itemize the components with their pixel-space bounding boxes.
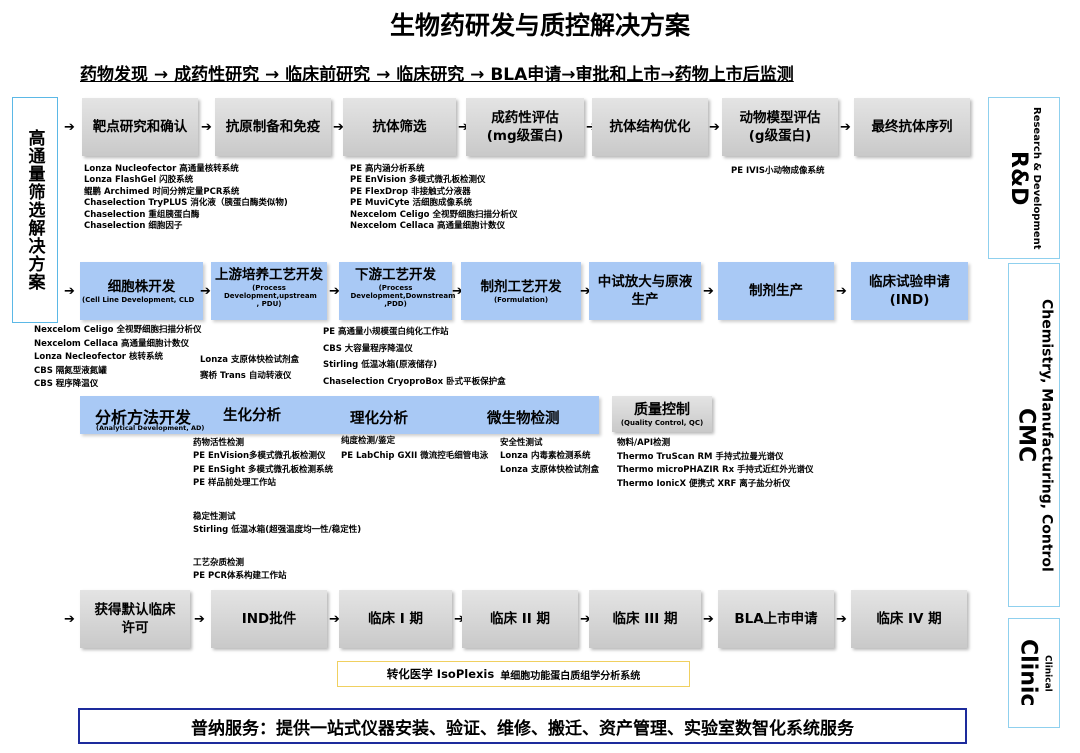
clinic-step: BLA上市申请 <box>718 590 834 648</box>
arrow-right-icon: ➔ <box>703 284 714 299</box>
page-title: 生物药研发与质控解决方案 <box>389 11 690 40</box>
rd-step: 动物模型评估(g级蛋白) <box>722 98 838 156</box>
clinic-main-label: Clinic <box>1015 639 1041 707</box>
cmc-main-label: CMC <box>1013 407 1039 463</box>
arrow-right-icon: ➔ <box>703 612 714 627</box>
rd-step: 靶点研究和确认 <box>82 98 198 156</box>
rd-step: 抗体结构优化 <box>592 98 708 156</box>
arrow-right-icon: ➔ <box>64 612 75 627</box>
analysis-banner: 分析方法开发 (Analytical Development, AD) 生化分析… <box>80 396 599 434</box>
rd-step: 成药性评估(mg级蛋白) <box>466 98 584 156</box>
arrow-right-icon: ➔ <box>452 284 463 299</box>
rd-main-label: R&D <box>1006 150 1031 206</box>
clinic-step: 临床 II 期 <box>462 590 578 648</box>
cmc-step: 制剂生产 <box>718 262 834 320</box>
qc-box: 质量控制 (Quality Control, QC) <box>612 396 712 432</box>
hts-solution-label: 高通量筛选解决方案 <box>12 97 58 323</box>
arrow-right-icon: ➔ <box>580 284 591 299</box>
rd-section-label: R&D Research & Development <box>988 97 1060 259</box>
arrow-right-icon: ➔ <box>840 120 851 135</box>
arrow-right-icon: ➔ <box>709 120 720 135</box>
clinic-step: 临床 III 期 <box>589 590 701 648</box>
pipeline-subtitle: 药物发现 → 成药性研究 → 临床前研究 → 临床研究 → BLA申请→审批和上… <box>80 65 794 85</box>
arrow-right-icon: ➔ <box>201 120 212 135</box>
clinic-section-label: Clinic Clinical <box>1008 618 1060 728</box>
arrow-right-icon: ➔ <box>458 120 469 135</box>
clinic-step: 临床 IV 期 <box>851 590 967 648</box>
rd-equipment-list: PE IVIS小动物成像系统 <box>731 166 825 176</box>
service-footer: 普纳服务：提供一站式仪器安装、验证、维修、搬迁、资产管理、实验室数智化系统服务 <box>78 708 967 744</box>
cmc-step: 中试放大与原液生产 <box>589 262 701 320</box>
arrow-right-icon: ➔ <box>329 612 340 627</box>
arrow-right-icon: ➔ <box>200 284 211 299</box>
arrow-right-icon: ➔ <box>333 120 344 135</box>
arrow-right-icon: ➔ <box>329 284 340 299</box>
arrow-right-icon: ➔ <box>194 612 205 627</box>
cmc-equipment-list: Lonza 支原体快检试剂盒赛桥 Trans 自动转液仪 <box>200 355 299 381</box>
rd-step: 抗体筛选 <box>343 98 456 156</box>
cmc-step: 制剂工艺开发 (Formulation) <box>461 262 581 320</box>
arrow-right-icon: ➔ <box>64 120 75 135</box>
arrow-right-icon: ➔ <box>454 612 465 627</box>
clinic-step: IND批件 <box>211 590 327 648</box>
rd-step: 最终抗体序列 <box>854 98 970 156</box>
cmc-step: 下游工艺开发 (Process Development,Downstream ,… <box>339 262 455 320</box>
arrow-right-icon: ➔ <box>586 121 597 135</box>
arrow-right-icon: ➔ <box>836 284 847 299</box>
arrow-right-icon: ➔ <box>580 612 591 627</box>
cmc-sub-label: Chemistry, Manufacturing, Control <box>1038 298 1055 572</box>
cmc-section-label: CMC Chemistry, Manufacturing, Control <box>1008 263 1060 607</box>
hts-solution-text: 高通量筛选解决方案 <box>24 129 45 291</box>
cmc-step: 上游培养工艺开发 (Process Development,upstream ,… <box>211 262 327 320</box>
cmc-step: 细胞株开发 (Cell Line Development, CLD <box>80 262 203 320</box>
rd-sub-label: Research & Development <box>1031 106 1042 250</box>
rd-step: 抗原制备和免疫 <box>215 98 331 156</box>
clinic-step: 获得默认临床许可 <box>80 590 190 648</box>
arrow-right-icon: ➔ <box>64 284 75 299</box>
clinic-step: 临床 I 期 <box>339 590 452 648</box>
arrow-right-icon: ➔ <box>836 612 847 627</box>
clinic-sub-label: Clinical <box>1042 654 1053 692</box>
cmc-step: 临床试验申请(IND) <box>851 262 968 320</box>
translational-medicine-box: 转化医学 IsoPlexis 单细胞功能蛋白质组学分析系统 <box>337 661 690 687</box>
